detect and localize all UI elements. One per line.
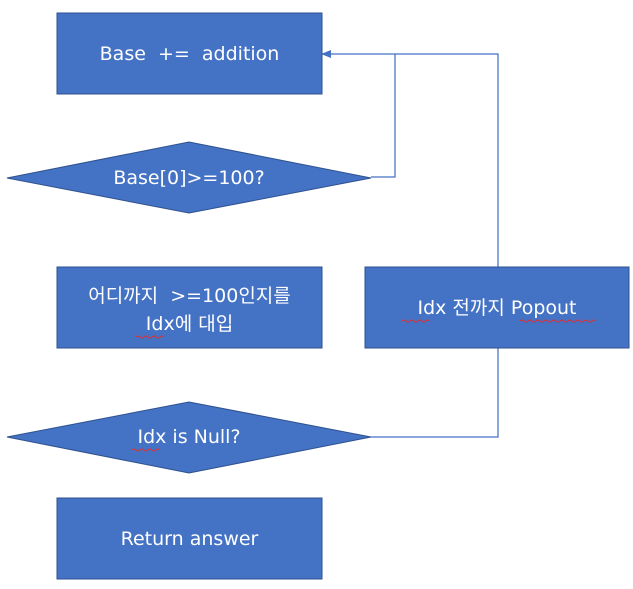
check-idx-decision: Idx is Null?: [6, 401, 372, 474]
base-add-node: Base += addition: [56, 12, 323, 95]
spellcheck-underline: [519, 319, 597, 323]
spellcheck-underline: [401, 319, 431, 323]
assign-idx-node: 어디까지 >=100인지를 Idx에 대입: [56, 266, 323, 349]
check-base-decision: Base[0]>=100?: [6, 141, 372, 214]
connector-check-idx-to-popout: [371, 348, 499, 438]
connector-check-base-to-base-add: [321, 50, 396, 178]
assign-idx-label-line1: 어디까지 >=100인지를: [88, 285, 291, 307]
popout-label: Idx 전까지 Popout: [417, 297, 576, 319]
connector-popout-to-base-add: [395, 53, 499, 267]
spellcheck-underline: [135, 335, 165, 339]
return-answer-label: Return answer: [121, 528, 259, 550]
base-add-label: Base += addition: [100, 43, 280, 65]
spellcheck-underline: [131, 448, 161, 452]
popout-node: Idx 전까지 Popout: [364, 266, 630, 349]
check-base-label: Base[0]>=100?: [113, 167, 264, 189]
return-answer-node: Return answer: [56, 497, 323, 580]
assign-idx-label-line2: Idx에 대입: [146, 313, 233, 335]
check-idx-label: Idx is Null?: [137, 426, 240, 448]
